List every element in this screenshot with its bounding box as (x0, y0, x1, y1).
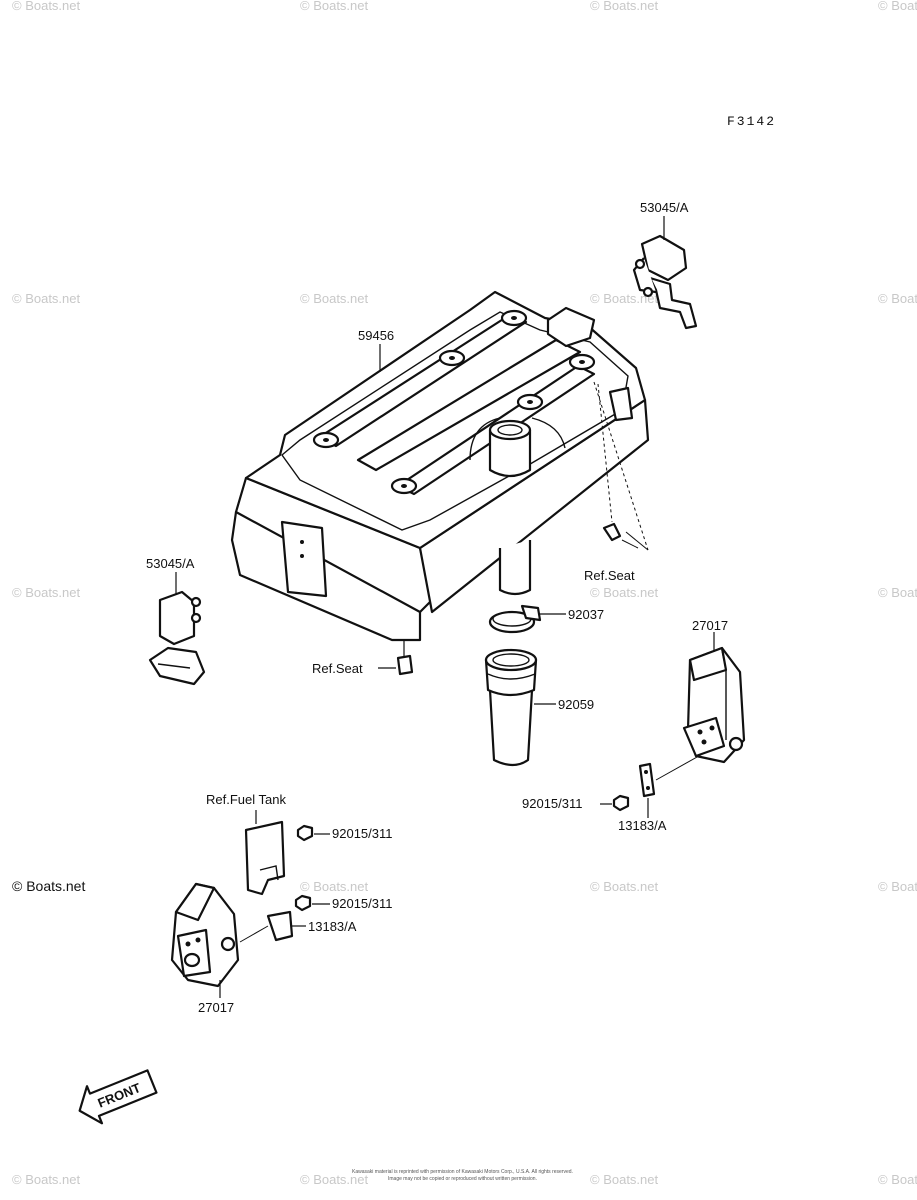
watermark: © Boats.net (12, 1172, 81, 1187)
copyright-line-1: Kawasaki material is reprinted with perm… (352, 1169, 573, 1175)
fuel-tank-bracket (244, 820, 286, 896)
plate-13183a-right[interactable] (638, 762, 656, 798)
watermark: © Boats.net (590, 585, 659, 600)
callout-ref-seat-left[interactable]: Ref.Seat (312, 661, 363, 676)
bracket-53045a-left[interactable] (148, 590, 206, 686)
watermark: © Boats.net (300, 291, 369, 306)
watermark: © Boats.net (878, 291, 917, 306)
mount-27017-left[interactable] (170, 882, 240, 988)
mount-27017-right[interactable] (682, 646, 746, 764)
callout-13183a-left[interactable]: 13183/A (308, 919, 357, 934)
callout-13183a-right[interactable]: 13183/A (618, 818, 667, 833)
copyright-line-2: Image may not be copied or reproduced wi… (388, 1176, 537, 1182)
callout-ref-seat-right[interactable]: Ref.Seat (584, 568, 635, 583)
seat-bolt-left-icon (396, 640, 414, 676)
callout-53045a-left[interactable]: 53045/A (146, 556, 195, 571)
watermark: © Boats.net (12, 0, 81, 13)
nut-92015-311-right[interactable] (612, 794, 630, 812)
callout-59456[interactable]: 59456 (358, 328, 394, 343)
watermark: © Boats.net (590, 879, 659, 894)
leader-line (655, 751, 707, 781)
watermark: © Boats.net (878, 1172, 917, 1187)
clamp-92037[interactable] (488, 604, 542, 634)
leader-line (239, 925, 269, 943)
ref-seat-right-group (593, 381, 649, 551)
callout-27017-left[interactable]: 27017 (198, 1000, 234, 1015)
bracket-53045a-top-right[interactable] (632, 234, 698, 330)
front-arrow-icon: FRONT (78, 1069, 158, 1125)
nut-92015-311-left-upper[interactable] (296, 824, 314, 842)
callout-ref-fuel-tank[interactable]: Ref.Fuel Tank (206, 792, 286, 807)
plate-13183a-left[interactable] (266, 910, 294, 942)
watermark: © Boats.net (590, 0, 659, 13)
seat-bolt-right-icon (602, 522, 622, 542)
callout-92015-311-left-upper[interactable]: 92015/311 (332, 826, 393, 841)
hood-cover-part[interactable] (230, 290, 650, 642)
callout-92015-311-left-lower[interactable]: 92015/311 (332, 896, 393, 911)
watermark: © Boats.net (300, 1172, 369, 1187)
watermark: © Boats.net (300, 0, 369, 13)
watermark: © Boats.net (12, 878, 85, 894)
figure-code: F3142 (727, 114, 776, 129)
watermark: © Boats.net (300, 879, 369, 894)
callout-53045a-top[interactable]: 53045/A (640, 200, 689, 215)
watermark-grid: © Boats.net © Boats.net © Boats.net © Bo… (12, 0, 917, 1187)
watermark: © Boats.net (12, 585, 81, 600)
callout-92037[interactable]: 92037 (568, 607, 604, 622)
callout-92059[interactable]: 92059 (558, 697, 594, 712)
nut-92015-311-left-lower[interactable] (294, 894, 312, 912)
watermark: © Boats.net (878, 879, 917, 894)
watermark: © Boats.net (878, 0, 917, 13)
callout-27017-right[interactable]: 27017 (692, 618, 728, 633)
watermark: © Boats.net (590, 1172, 659, 1187)
callout-92015-311-right[interactable]: 92015/311 (522, 796, 583, 811)
watermark: © Boats.net (590, 291, 659, 306)
duct-tube-92059[interactable] (484, 648, 538, 767)
watermark: © Boats.net (12, 291, 81, 306)
watermark: © Boats.net (878, 585, 917, 600)
